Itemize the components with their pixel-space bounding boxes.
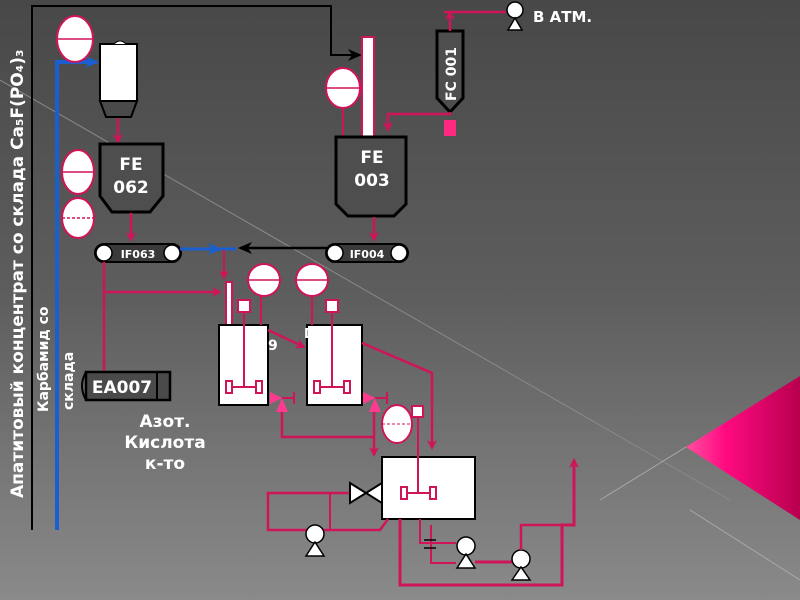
pump-3[interactable] <box>510 549 532 581</box>
apatite-feed-label: Апатитовый концентрат со склада Ca₅F(PO₄… <box>8 49 28 498</box>
pump-1[interactable] <box>304 524 326 557</box>
valve-reactor-2[interactable] <box>363 392 388 412</box>
reactor-2[interactable]: D <box>304 299 363 406</box>
seal-pot <box>444 120 456 136</box>
hopper-fe062-tag-line1: FE <box>119 155 142 175</box>
nitric-acid-label-line1: Азот. <box>139 412 191 432</box>
apatite-feed-line <box>31 5 362 530</box>
storage-bin[interactable] <box>98 40 139 118</box>
reactor1-tag: 9 <box>268 338 278 354</box>
reactor-1[interactable]: 9 <box>218 281 278 406</box>
carbamide-feed-label-line1: Карбамид со <box>36 306 52 413</box>
scrubber-fc001[interactable]: FC 001 <box>435 29 465 115</box>
valve-reactor-1[interactable] <box>270 392 295 412</box>
scrubber-fc001-tag: FC 001 <box>444 47 460 101</box>
gate-valve[interactable] <box>349 481 383 505</box>
nitric-acid-label: Азот. Кислота к-то <box>120 412 210 475</box>
vent-fan[interactable] <box>506 1 524 31</box>
conveyor-if063-tag: IF063 <box>121 248 156 261</box>
conveyor-if004-tag: IF004 <box>350 248 385 261</box>
carbamide-feed-line <box>55 56 99 530</box>
reactor2-tag: D <box>304 327 315 342</box>
nitric-acid-label-line3: к-то <box>144 454 186 474</box>
vent-to-atm-label: В АТМ. <box>533 8 592 26</box>
pump-2[interactable] <box>455 536 477 569</box>
background-diagonal <box>599 446 687 501</box>
hopper-fe062-tag-line2: 062 <box>113 178 149 198</box>
carbamide-feed-label-line2: склада <box>61 351 77 410</box>
background-diagonal <box>689 509 800 581</box>
feeder-column <box>361 36 375 138</box>
hopper-fe003-tag-line2: 003 <box>354 171 390 191</box>
mixing-tank[interactable] <box>381 417 476 520</box>
nitric-acid-label-line2: Кислота <box>124 433 206 453</box>
evaporator-ea007-tag: EA007 <box>92 378 152 398</box>
evaporator-ea007[interactable]: EA007 <box>81 370 172 402</box>
conveyor-if063[interactable]: IF063 <box>94 243 182 263</box>
hopper-fe062[interactable]: FE 062 <box>98 142 165 214</box>
hopper-fe003-tag-line1: FE <box>360 148 383 168</box>
conveyor-if004[interactable]: IF004 <box>325 243 409 263</box>
accent-triangle <box>686 376 800 520</box>
hopper-fe003[interactable]: FE 003 <box>334 135 408 218</box>
